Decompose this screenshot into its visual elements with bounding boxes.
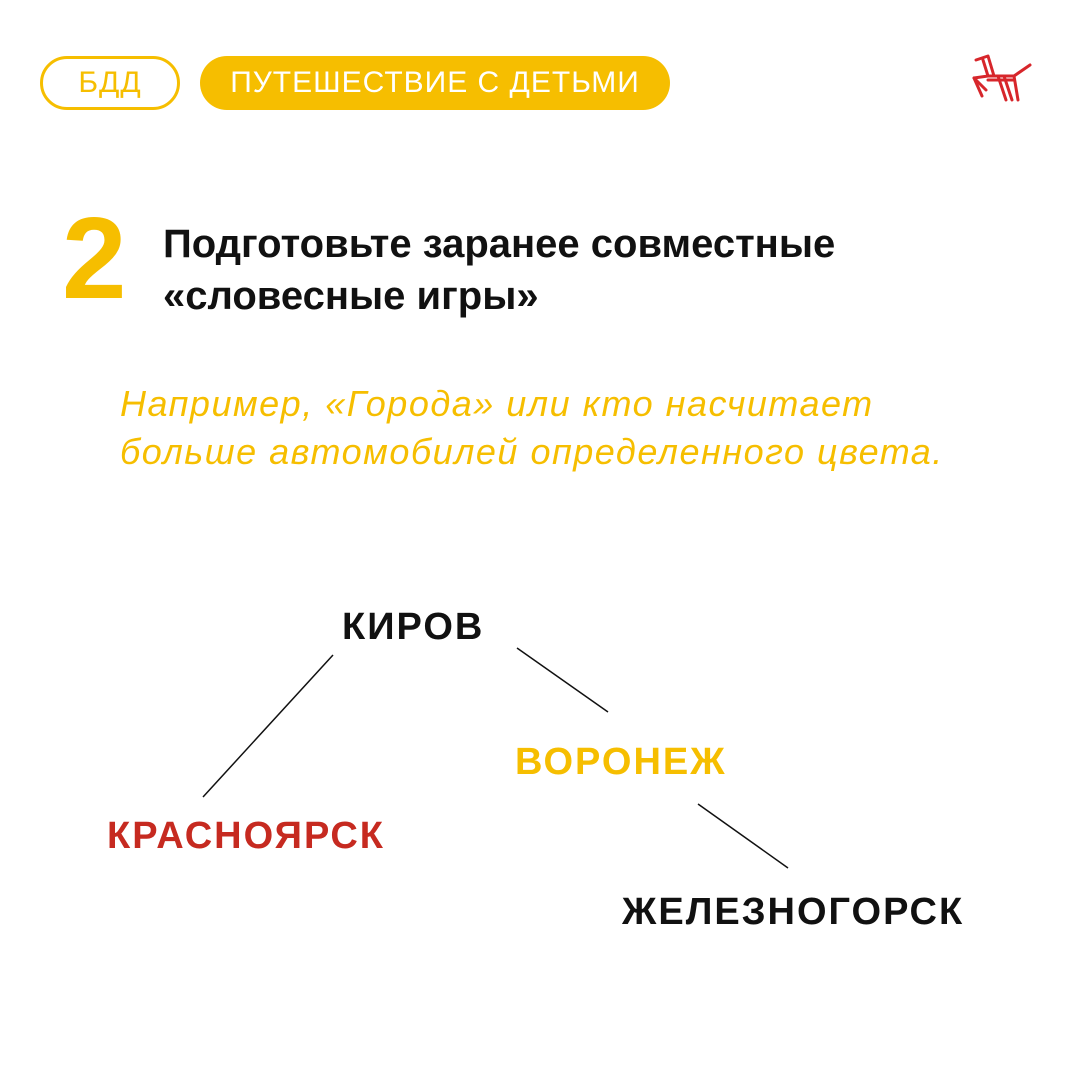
city-kirov: КИРОВ <box>342 606 485 648</box>
tag-topic: ПУТЕШЕСТВИЕ С ДЕТЬМИ <box>200 56 670 110</box>
tip-title-line2: «словесные игры» <box>163 274 539 318</box>
tag-bdd-label: БДД <box>78 66 142 99</box>
tip-example: Например, «Города» или кто насчитает бол… <box>120 380 944 476</box>
connector-line <box>202 654 334 798</box>
connector-line <box>697 803 789 869</box>
tip-title: Подготовьте заранее совместные «словесны… <box>163 218 835 322</box>
tip-example-line2: больше автомобилей определенного цвета. <box>120 431 944 472</box>
horse-logo-icon <box>972 54 1032 102</box>
connector-line <box>516 647 609 713</box>
city-zheleznogorsk: ЖЕЛЕЗНОГОРСК <box>622 891 965 933</box>
city-krasnoyarsk: КРАСНОЯРСК <box>107 815 385 857</box>
city-voronezh: ВОРОНЕЖ <box>515 741 727 783</box>
tip-title-line1: Подготовьте заранее совместные <box>163 222 836 266</box>
tip-example-line1: Например, «Города» или кто насчитает <box>120 383 874 424</box>
tag-bdd: БДД <box>40 56 180 110</box>
tip-number: 2 <box>62 193 127 323</box>
tag-topic-label: ПУТЕШЕСТВИЕ С ДЕТЬМИ <box>230 66 640 99</box>
